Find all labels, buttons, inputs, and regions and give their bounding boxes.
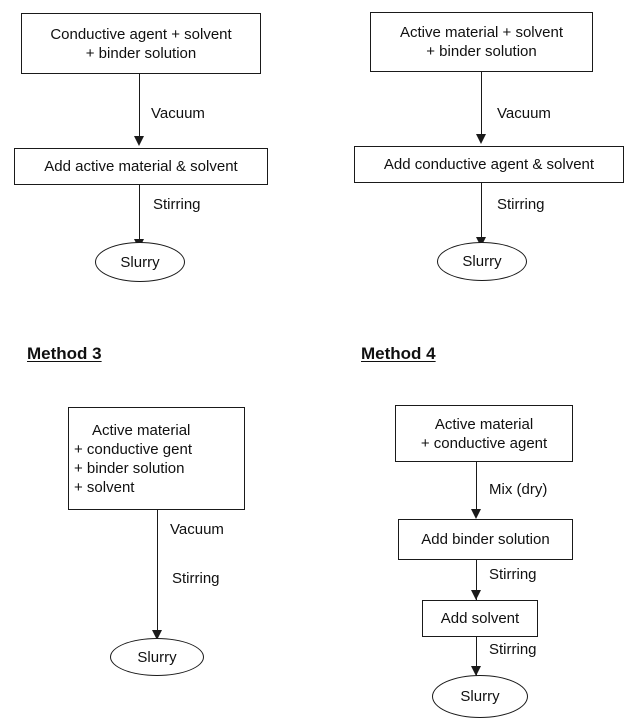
method-2-start-box: Active material + solvent + binder solut… [370,12,593,72]
method-1-start-box: Conductive agent + solvent + binder solu… [21,13,261,74]
method-3-start-line-3: + binder solution [74,459,185,477]
method-2-edge-vacuum-label: Vacuum [497,105,551,122]
method-3-start-line-2: + conductive gent [74,440,193,458]
method-3-arrowhead-1 [152,630,162,640]
method-4-result-label: Slurry [460,688,500,705]
method-3-result-ellipse: Slurry [110,638,204,676]
method-2-start-line-2: + binder solution [426,43,537,60]
method-3-start-line-4: + solvent [74,478,135,496]
method-1-result-ellipse: Slurry [95,242,185,282]
method-1-connector-2 [139,185,140,243]
method-4-arrowhead-2 [471,590,481,600]
method-4-binder-box: Add binder solution [398,519,573,560]
method-4-solvent-line-1: Add solvent [440,610,520,627]
method-2-step-box: Add conductive agent & solvent [354,146,624,183]
method-4-connector-2 [476,560,477,602]
method-1-edge-vacuum-label: Vacuum [151,105,205,122]
method-2-edge-stirring-label: Stirring [497,196,545,213]
method-4-solvent-box: Add solvent [422,600,538,637]
method-1-step-box: Add active material & solvent [14,148,268,185]
method-2-connector-1 [481,72,482,136]
method-2-arrowhead-1 [476,134,486,144]
method-4-edge-stirring-1-label: Stirring [489,566,537,583]
method-1-edge-stirring-label: Stirring [153,196,201,213]
method-4-binder-line-1: Add binder solution [421,531,550,548]
method-3-start-line-1: Active material [92,421,191,439]
method-4-arrowhead-1 [471,509,481,519]
method-4-edge-mix-label: Mix (dry) [489,481,548,498]
method-3-edge-vacuum-label: Vacuum [170,521,224,538]
method-2-result-label: Slurry [462,253,502,270]
method-4-connector-3 [476,637,477,677]
method-1-connector-1 [139,74,140,138]
method-1-arrowhead-1 [134,136,144,146]
method-2-result-ellipse: Slurry [437,242,527,281]
method-4-start-line-2: + conductive agent [420,434,548,452]
method-3-connector-1 [157,510,158,634]
method-1-start-line-1: Conductive agent + solvent [50,25,232,43]
method-1-step-line-1: Add active material & solvent [44,158,238,175]
method-2-connector-2 [481,183,482,241]
method-3-start-box: Active material + conductive gent + bind… [68,407,245,510]
method-2-start-line-1: Active material + solvent [400,24,563,41]
method-3-edge-stirring-label: Stirring [172,570,220,587]
method-4-connector-1 [476,462,477,511]
method-4-arrowhead-3 [471,666,481,676]
method-4-edge-stirring-2-label: Stirring [489,641,537,658]
method-4-result-ellipse: Slurry [432,675,528,718]
method-4-start-box: Active material + conductive agent [395,405,573,462]
method-3-result-label: Slurry [137,648,177,666]
method-4-title: Method 4 [361,344,436,363]
method-1-result-label: Slurry [120,253,160,271]
method-1-start-line-2: + binder solution [85,44,197,62]
method-3-title: Method 3 [27,344,102,363]
method-4-start-line-1: Active material [434,415,534,433]
method-2-step-line-1: Add conductive agent & solvent [383,156,595,173]
